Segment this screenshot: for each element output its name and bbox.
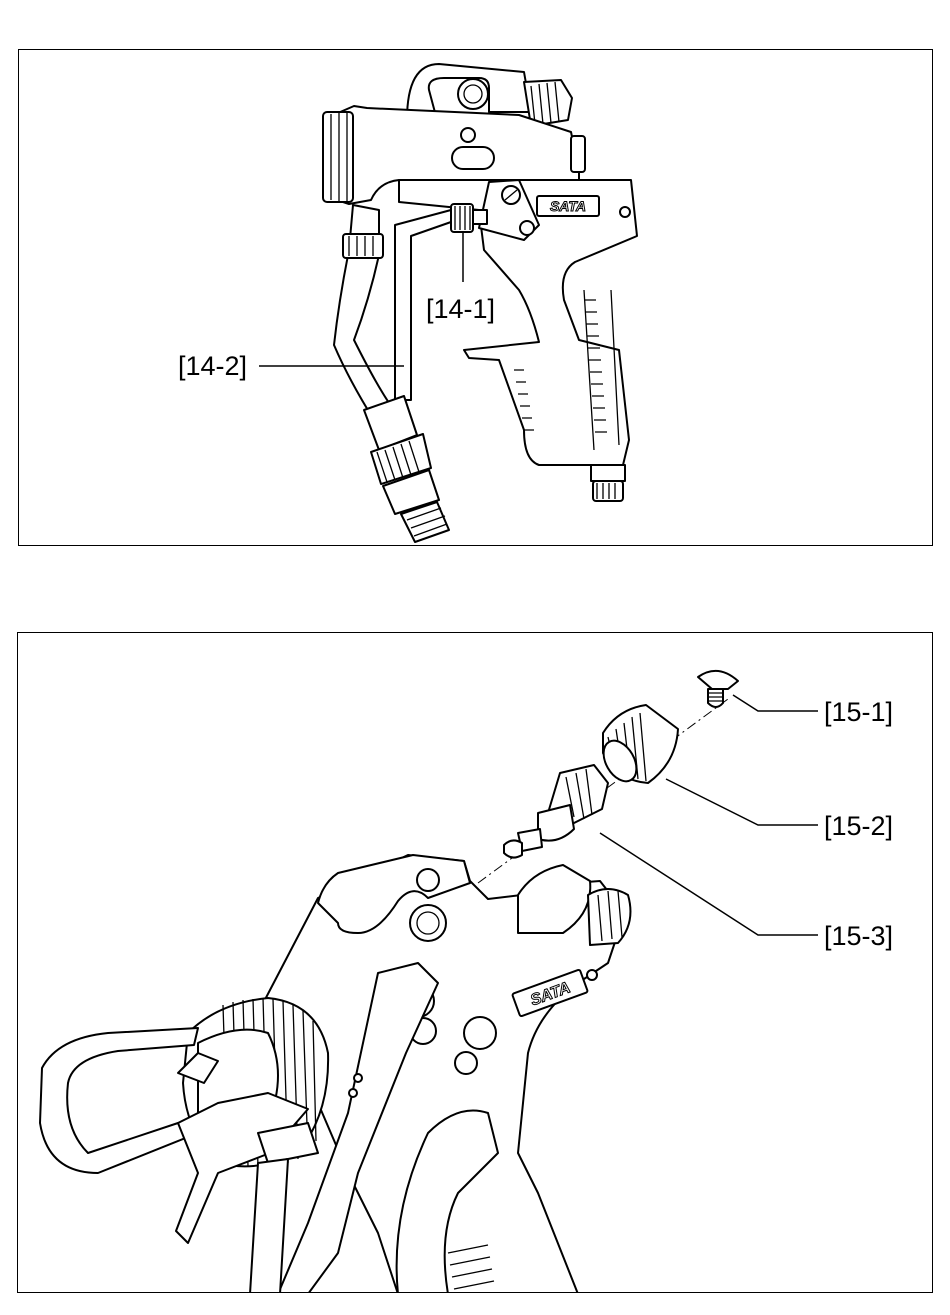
round-nut-3d [410, 905, 446, 941]
body-slot [452, 147, 494, 169]
insert-15-3-tip [504, 840, 522, 857]
handle-nut [591, 465, 625, 481]
hose-3d [250, 1159, 288, 1293]
callout-15-3: [15-3] [824, 923, 893, 950]
top-hole [417, 869, 439, 891]
screw-15-1-head [698, 671, 738, 689]
callout-14-2: [14-2] [178, 353, 247, 380]
leader-15-2 [666, 779, 818, 825]
round-nut [458, 79, 488, 109]
callout-14-1: [14-1] [426, 296, 495, 323]
screw-15-1-shank [708, 689, 723, 707]
callout-15-2: [15-2] [824, 813, 893, 840]
body-hole [461, 128, 475, 142]
front-thread [323, 112, 353, 202]
leader-15-3 [600, 833, 818, 935]
pivot-screw-3 [464, 1017, 496, 1049]
leader-15-1 [733, 695, 818, 711]
sata-logo-text: SATA [550, 198, 586, 214]
rear-cap [571, 136, 585, 172]
paint-guard-handle [40, 1028, 198, 1173]
insert-15-3-neck [538, 805, 574, 841]
rear-knob-2 [588, 889, 630, 945]
figure-15-panel: SATA [15-1] [15-2] [15-3] [17, 632, 933, 1293]
callout-15-1: [15-1] [824, 699, 893, 726]
side-hole [620, 207, 630, 217]
spray-gun-exploded-view-drawing: SATA [18, 633, 933, 1293]
pivot-screw-4 [455, 1052, 477, 1074]
figure-14-panel: SATA [14-1] [14-2] [18, 49, 933, 546]
